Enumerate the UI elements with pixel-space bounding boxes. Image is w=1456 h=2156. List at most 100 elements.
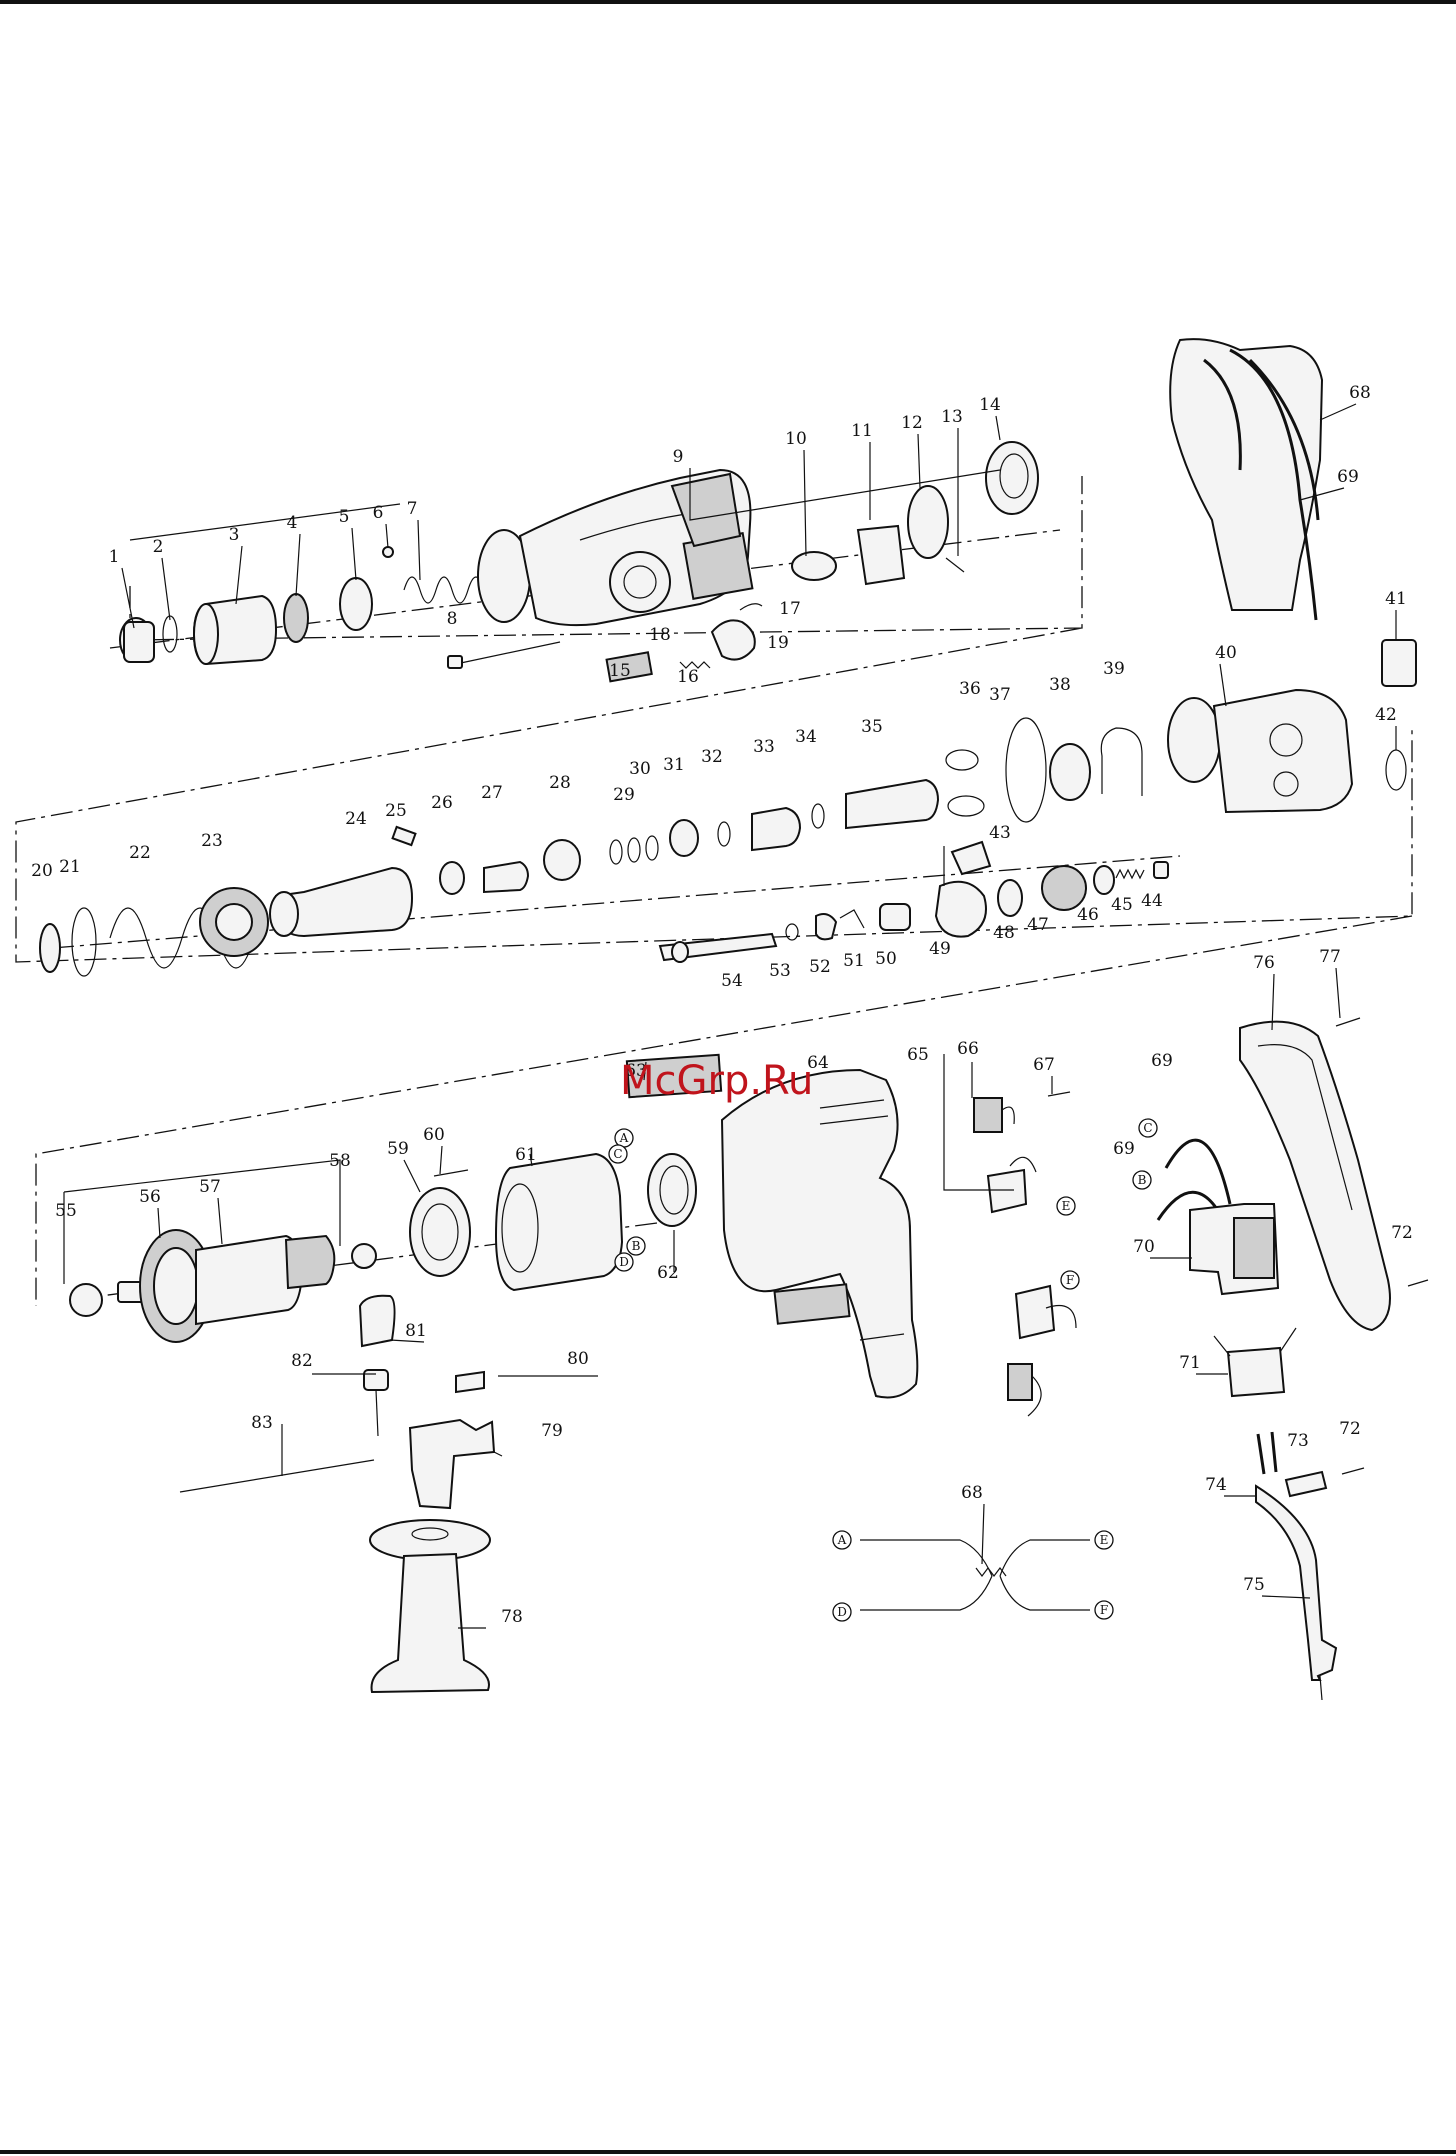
part-number-label: 54 <box>721 971 743 991</box>
connector-marker: C <box>609 1145 627 1163</box>
part-number-label: 74 <box>1205 1475 1227 1495</box>
part-number-label: 44 <box>1141 891 1163 911</box>
spindle-assembly <box>40 640 1416 976</box>
part-number-label: 56 <box>139 1187 161 1207</box>
part-number-label: 50 <box>875 949 897 969</box>
part-number-label: 52 <box>809 957 831 977</box>
part-number-label: 27 <box>481 783 503 803</box>
part-number-label: 34 <box>795 727 817 747</box>
brush-holders <box>974 1092 1076 1416</box>
part-number-label: 15 <box>609 661 631 681</box>
part-number-label: 4 <box>287 513 298 533</box>
part-number-label: 66 <box>957 1039 979 1059</box>
part-number-label: 6 <box>373 503 384 523</box>
part-number-label: 67 <box>1033 1055 1055 1075</box>
connector-letter: C <box>1143 1121 1152 1135</box>
part-number-label: 61 <box>515 1145 537 1165</box>
part-number-label: 49 <box>929 939 951 959</box>
part-number-label: 73 <box>1287 1431 1309 1451</box>
part-number-label: 30 <box>629 759 651 779</box>
part-number-label: 71 <box>1179 1353 1201 1373</box>
part-number-label: 32 <box>701 747 723 767</box>
power-cord <box>1256 1432 1364 1700</box>
part-number-label: 82 <box>291 1351 313 1371</box>
part-number-label: 42 <box>1375 705 1397 725</box>
part-number-label: 25 <box>385 801 407 821</box>
part-number-label: 28 <box>549 773 571 793</box>
part-number-label: 18 <box>649 625 671 645</box>
part-number-label: 53 <box>769 961 791 981</box>
part-number-label: 2 <box>153 537 164 557</box>
part-number-label: 7 <box>407 499 418 519</box>
part-number-label: 22 <box>129 843 151 863</box>
part-number-label: 39 <box>1103 659 1125 679</box>
part-number-label: 65 <box>907 1045 929 1065</box>
connector-letter: A <box>837 1533 847 1547</box>
crank-assembly <box>660 842 1168 962</box>
connector-marker: B <box>627 1237 645 1255</box>
part-number-label: 40 <box>1215 643 1237 663</box>
part-number-label: 79 <box>541 1421 563 1441</box>
part-number-label: 8 <box>447 609 458 629</box>
part-number-label: 24 <box>345 809 367 829</box>
part-number-label: 10 <box>785 429 807 449</box>
part-number-label: 20 <box>31 861 53 881</box>
connector-marker: A <box>833 1531 851 1549</box>
part-number-label: 76 <box>1253 953 1275 973</box>
part-number-label: 12 <box>901 413 923 433</box>
part-number-label: 35 <box>861 717 883 737</box>
part-number-label: 19 <box>767 633 789 653</box>
part-number-label: 16 <box>677 667 699 687</box>
connector-marker: F <box>1095 1601 1113 1619</box>
part-number-label: 77 <box>1319 947 1341 967</box>
part-number-label: 43 <box>989 823 1011 843</box>
part-number-label: 36 <box>959 679 981 699</box>
connector-marker: A <box>615 1129 633 1147</box>
part-number-label: 38 <box>1049 675 1071 695</box>
part-number-label: 46 <box>1077 905 1099 925</box>
connector-letter: A <box>619 1131 629 1145</box>
part-number-label: 17 <box>779 599 801 619</box>
part-number-label: 68 <box>961 1483 983 1503</box>
part-number-label: 72 <box>1391 1223 1413 1243</box>
part-number-label: 55 <box>55 1201 77 1221</box>
part-number-label: 75 <box>1243 1575 1265 1595</box>
connector-marker: D <box>833 1603 851 1621</box>
connector-letter: F <box>1066 1273 1074 1287</box>
connector-marker: C <box>1139 1119 1157 1137</box>
part-number-label: 69 <box>1113 1139 1135 1159</box>
motor-housing-top <box>1168 690 1352 812</box>
part-number-label: 21 <box>59 857 81 877</box>
watermark: McGrp.Ru <box>620 1058 813 1104</box>
part-number-label: 45 <box>1111 895 1133 915</box>
part-number-label: 37 <box>989 685 1011 705</box>
connector-letter: C <box>613 1147 622 1161</box>
part-number-label: 31 <box>663 755 685 775</box>
part-number-label: 72 <box>1339 1419 1361 1439</box>
part-number-label: 69 <box>1337 467 1359 487</box>
top-rule <box>0 0 1456 4</box>
connector-marker: F <box>1061 1271 1079 1289</box>
part-number-label: 13 <box>941 407 963 427</box>
wiring-inset <box>1170 339 1322 620</box>
part-number-label: 5 <box>339 507 350 527</box>
part-number-label: 69 <box>1151 1051 1173 1071</box>
side-handle <box>180 1296 494 1692</box>
wiring-harness <box>860 1540 1090 1610</box>
connector-letter: F <box>1100 1603 1108 1617</box>
part-number-label: 26 <box>431 793 453 813</box>
part-number-label: 3 <box>229 525 240 545</box>
part-number-label: 23 <box>201 831 223 851</box>
part-number-label: 62 <box>657 1263 679 1283</box>
part-number-label: 83 <box>251 1413 273 1433</box>
connector-marker: E <box>1095 1531 1113 1549</box>
connector-letter: B <box>1138 1173 1147 1187</box>
part-number-label: 78 <box>501 1607 523 1627</box>
connector-marker: D <box>615 1253 633 1271</box>
connector-letter: D <box>619 1255 629 1269</box>
connector-letter: D <box>837 1605 847 1619</box>
part-number-label: 68 <box>1349 383 1371 403</box>
part-number-label: 59 <box>387 1139 409 1159</box>
part-number-label: 47 <box>1027 915 1049 935</box>
